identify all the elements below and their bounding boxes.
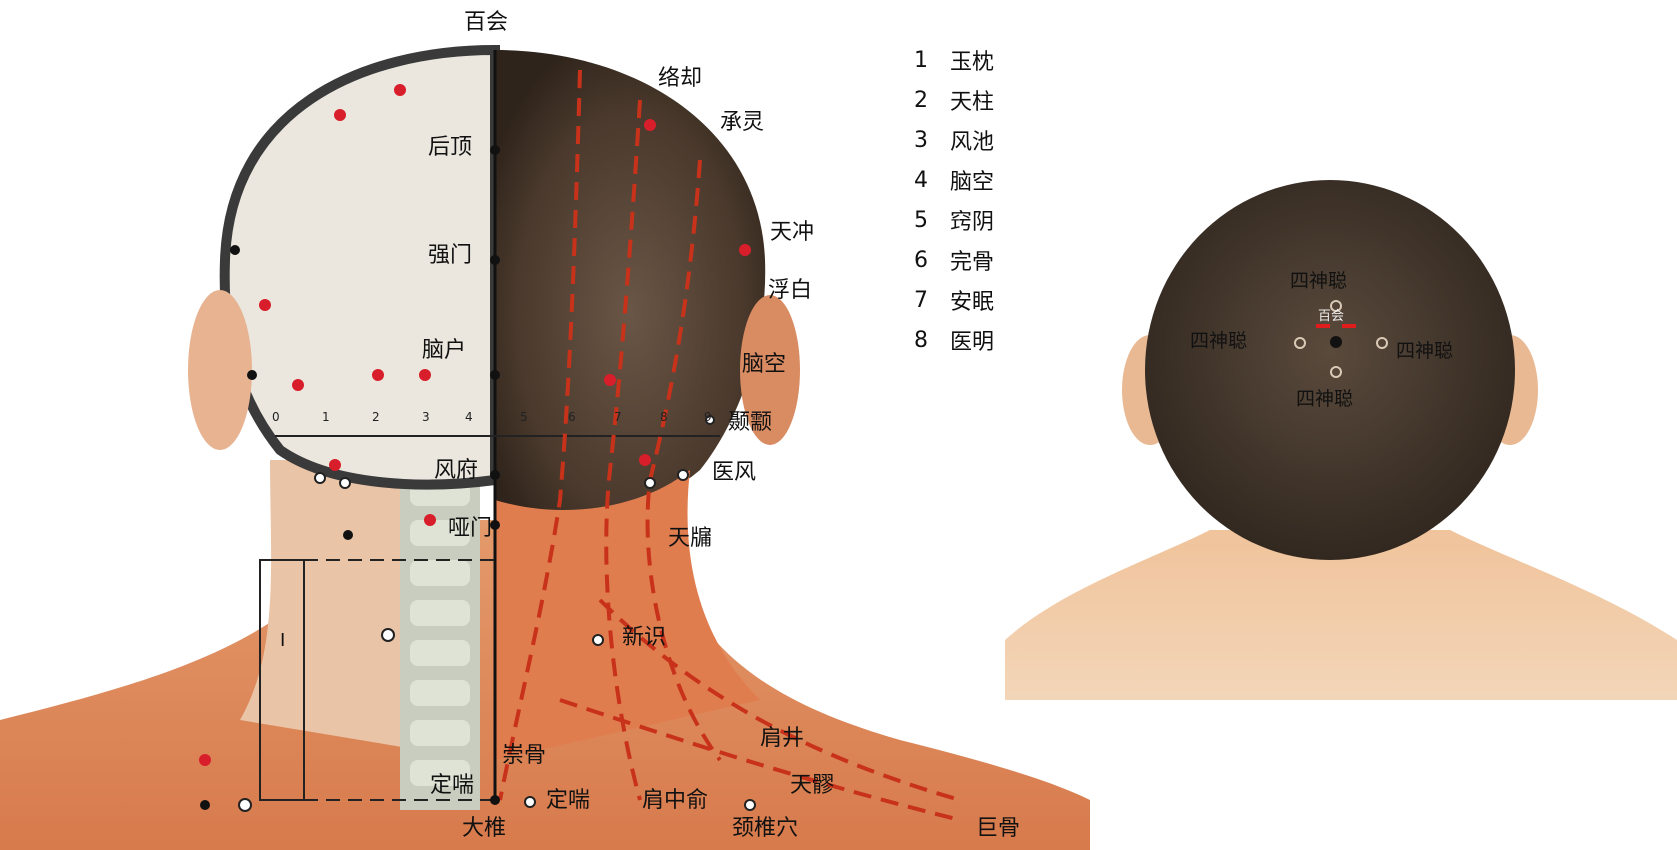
legend-item: 3 风池 (912, 120, 994, 160)
label-baihui: 百会 (464, 12, 508, 34)
legend-item: 1 玉枕 (912, 40, 994, 80)
secondary-head (1145, 180, 1515, 560)
ruler-tick: 7 (614, 410, 622, 424)
label-jianzhongshu: 肩中俞 (642, 790, 708, 812)
legend-item: 5 窍阴 (912, 200, 994, 240)
legend-item: 2 天柱 (912, 80, 994, 120)
legend-number: 7 (912, 288, 928, 313)
label-sishencong-right: 四神聪 (1396, 342, 1453, 361)
legend: 1 玉枕 2 天柱 3 风池 4 脑空 5 窍阴 6 完骨 7 安眠 8 医明 (912, 40, 994, 360)
label-naohu: 脑户 (422, 340, 466, 362)
label-jianjing: 肩井 (760, 728, 804, 750)
label-naokong: 脑空 (742, 354, 786, 376)
label-yifeng: 医风 (712, 462, 756, 484)
ear-left (188, 290, 252, 450)
label-wangu: 颞颥 (728, 412, 772, 434)
legend-number: 3 (912, 128, 928, 153)
legend-text: 安眠 (950, 284, 994, 316)
label-fengfu: 风府 (434, 460, 478, 482)
legend-item: 8 医明 (912, 320, 994, 360)
label-houding: 后顶 (428, 137, 472, 159)
legend-text: 风池 (950, 124, 994, 156)
label-tianchong: 天冲 (770, 222, 814, 244)
ruler-tick: 8 (660, 410, 668, 424)
label-sishencong-left: 四神聪 (1190, 332, 1247, 351)
legend-number: 1 (912, 48, 928, 73)
legend-number: 8 (912, 328, 928, 353)
legend-text: 窍阴 (950, 204, 994, 236)
label-sishencong-bottom: 四神聪 (1296, 390, 1353, 409)
label-qiangjian: 强门 (428, 245, 472, 267)
legend-number: 5 (912, 208, 928, 233)
label-sishencong-top: 四神聪 (1290, 272, 1347, 291)
ruler-tick: 9 (704, 410, 712, 424)
label-luoque: 络却 (658, 68, 702, 90)
bracket-label: I (280, 632, 285, 650)
ruler-tick: 2 (372, 410, 380, 424)
ruler-tick: 5 (520, 410, 528, 424)
ruler-tick: 1 (322, 410, 330, 424)
legend-text: 天柱 (950, 84, 994, 116)
ruler-tick: 6 (568, 410, 576, 424)
ruler-tick: 4 (465, 410, 473, 424)
label-baihui-small: 百会 (1318, 310, 1344, 323)
legend-text: 玉枕 (950, 44, 994, 76)
ruler-tick: 0 (272, 410, 280, 424)
label-fubai: 浮白 (768, 280, 812, 302)
legend-text: 完骨 (950, 244, 994, 276)
label-dingchuan-left: 定喘 (430, 775, 474, 797)
legend-item: 6 完骨 (912, 240, 994, 280)
label-chonggu: 崇骨 (502, 745, 546, 767)
label-dingchuan-right: 定喘 (546, 790, 590, 812)
legend-number: 4 (912, 168, 928, 193)
legend-item: 4 脑空 (912, 160, 994, 200)
label-jingbailao: 颈椎穴 (732, 818, 798, 840)
legend-text: 脑空 (950, 164, 994, 196)
ruler-tick: 3 (422, 410, 430, 424)
label-xinshi: 新识 (622, 627, 666, 649)
legend-text: 医明 (950, 324, 994, 356)
legend-number: 6 (912, 248, 928, 273)
label-jugu: 巨骨 (976, 818, 1020, 840)
legend-number: 2 (912, 88, 928, 113)
label-chengling: 承灵 (720, 112, 764, 134)
label-yamen: 哑门 (448, 518, 492, 540)
legend-item: 7 安眠 (912, 280, 994, 320)
label-dazhui: 大椎 (462, 818, 506, 840)
label-tianliao: 天髎 (790, 775, 834, 797)
label-tianyou: 天牖 (668, 528, 712, 550)
